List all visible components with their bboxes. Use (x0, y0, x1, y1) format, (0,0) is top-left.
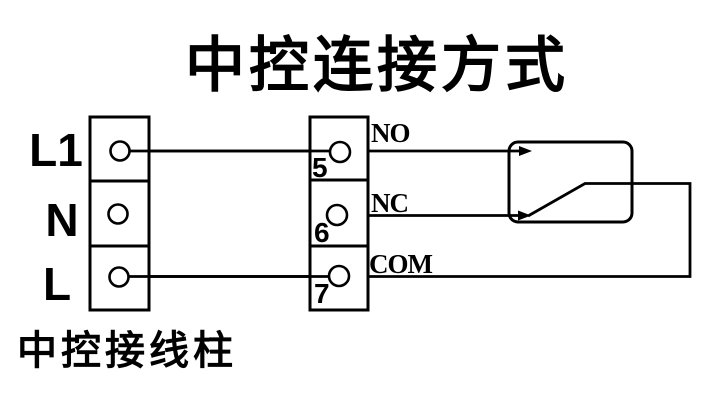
label-nc: NC (371, 188, 408, 218)
left-terminal-cell-l (88, 244, 151, 312)
label-com: COM (369, 249, 433, 279)
label-l: L (43, 258, 71, 310)
switch-blade-and-com-return-wire (120, 182, 692, 278)
nc-contact-arrowhead (518, 210, 531, 221)
terminal-number-6: 6 (314, 217, 330, 248)
screw-hole-5 (328, 140, 352, 164)
screw-hole-n (107, 203, 129, 225)
switch-enclosure-box (507, 140, 634, 224)
terminal-number-5: 5 (312, 152, 328, 183)
screw-hole-l1 (109, 140, 131, 162)
terminal-block-caption: 中控接线柱 (17, 329, 237, 373)
screw-hole-6 (325, 203, 349, 227)
terminal-number-7: 7 (314, 278, 330, 309)
screw-hole-7 (327, 264, 351, 288)
diagram-title: 中控连接方式 (185, 32, 569, 99)
label-n: N (45, 194, 78, 246)
label-l1: L1 (29, 124, 83, 176)
label-no: NO (371, 118, 410, 148)
screw-hole-l (108, 266, 130, 288)
no-contact-arrowhead (519, 146, 532, 156)
